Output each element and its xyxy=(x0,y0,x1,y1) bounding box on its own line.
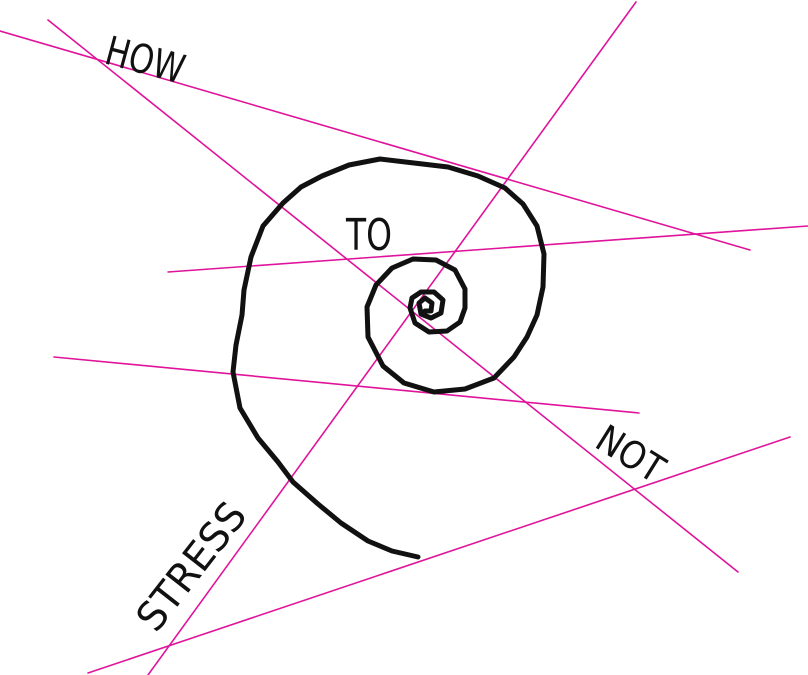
spiral-icon xyxy=(230,156,547,560)
word-to: TO xyxy=(345,210,392,261)
magenta-line-5 xyxy=(53,356,640,414)
magenta-line-2 xyxy=(47,19,739,573)
magenta-line-1 xyxy=(0,30,751,251)
word-how: HOW xyxy=(100,28,189,93)
magenta-line-3 xyxy=(147,1,637,675)
magenta-line-6 xyxy=(87,436,791,674)
magenta-line-4 xyxy=(167,225,808,273)
word-stress: STRESS xyxy=(128,494,257,641)
